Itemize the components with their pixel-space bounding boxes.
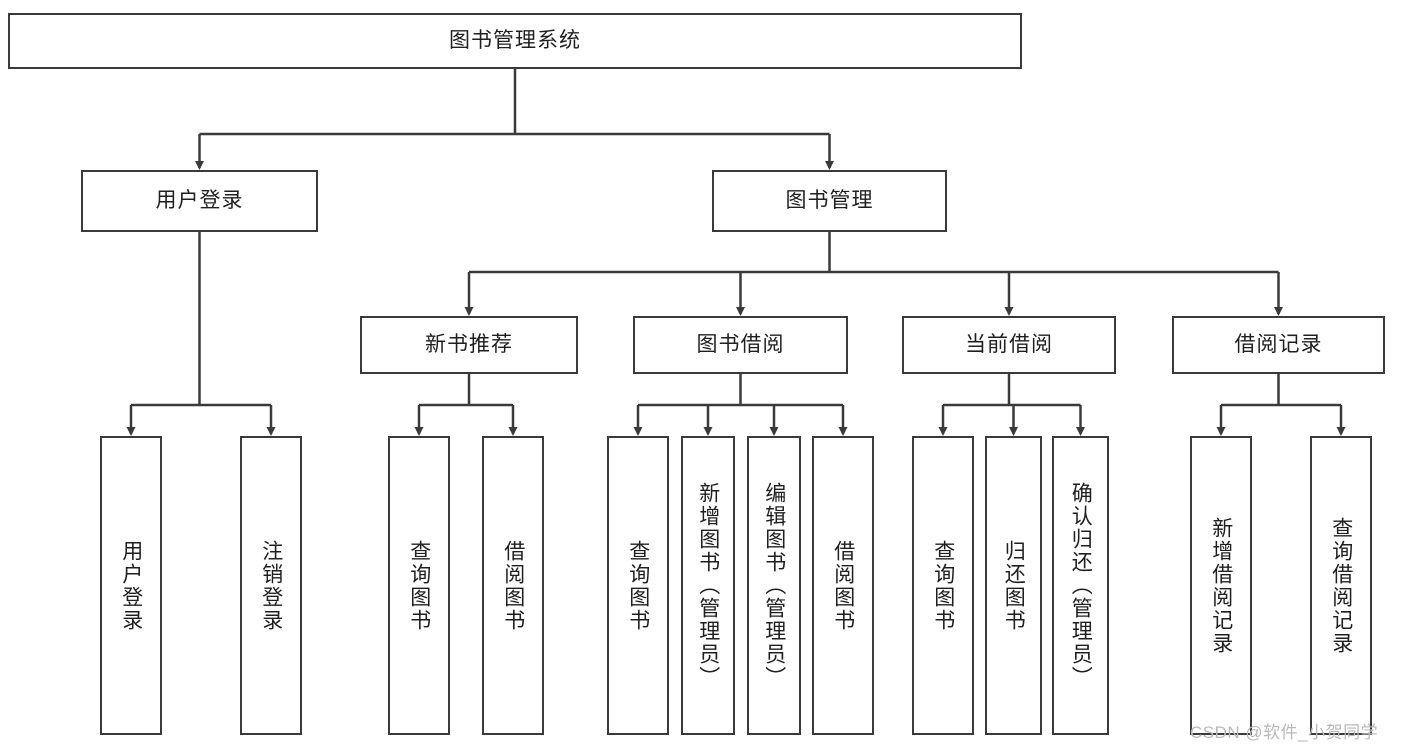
node-label: 借阅图书 bbox=[501, 539, 525, 632]
node-label: 新增借阅记录 bbox=[1209, 516, 1233, 655]
node-label: 借阅记录 bbox=[1234, 333, 1323, 357]
node-l-add[interactable]: 新增图书（管理员） bbox=[681, 436, 735, 735]
node-label: 注销登录 bbox=[259, 539, 283, 632]
node-l-borrow1[interactable]: 借阅图书 bbox=[482, 436, 544, 735]
node-label: 用户登录 bbox=[119, 539, 143, 632]
node-l-logout[interactable]: 注销登录 bbox=[240, 436, 302, 735]
node-newbook[interactable]: 新书推荐 bbox=[360, 316, 578, 374]
node-label: 新增图书（管理员） bbox=[696, 482, 720, 689]
node-l-query1[interactable]: 查询图书 bbox=[388, 436, 450, 735]
node-l-query2[interactable]: 查询图书 bbox=[607, 436, 669, 735]
node-l-return[interactable]: 归还图书 bbox=[985, 436, 1042, 735]
node-l-queryrec[interactable]: 查询借阅记录 bbox=[1310, 436, 1372, 735]
node-label: 归还图书 bbox=[1002, 539, 1026, 632]
node-records[interactable]: 借阅记录 bbox=[1172, 316, 1385, 374]
node-label: 图书借阅 bbox=[696, 333, 785, 357]
node-l-addrec[interactable]: 新增借阅记录 bbox=[1190, 436, 1252, 735]
node-label: 查询图书 bbox=[407, 539, 431, 632]
node-l-edit[interactable]: 编辑图书（管理员） bbox=[747, 436, 801, 735]
node-label: 新书推荐 bbox=[425, 333, 513, 357]
node-label: 借阅图书 bbox=[831, 539, 855, 632]
edge-group bbox=[126, 69, 1346, 436]
node-root[interactable]: 图书管理系统 bbox=[8, 13, 1022, 69]
node-login[interactable]: 用户登录 bbox=[81, 170, 318, 232]
node-label: 查询图书 bbox=[931, 539, 955, 632]
node-l-confirm[interactable]: 确认归还（管理员） bbox=[1052, 436, 1109, 735]
node-l-borrow2[interactable]: 借阅图书 bbox=[812, 436, 874, 735]
watermark-text: CSDN @软件_小贺同学 bbox=[1190, 723, 1379, 742]
node-l-login[interactable]: 用户登录 bbox=[100, 436, 162, 735]
node-l-query3[interactable]: 查询图书 bbox=[912, 436, 974, 735]
node-label: 编辑图书（管理员） bbox=[762, 482, 786, 689]
node-current[interactable]: 当前借阅 bbox=[902, 316, 1116, 374]
node-label: 确认归还（管理员） bbox=[1069, 482, 1093, 689]
node-label: 查询图书 bbox=[626, 539, 650, 632]
node-label: 当前借阅 bbox=[965, 333, 1053, 357]
node-label: 查询借阅记录 bbox=[1329, 516, 1353, 655]
node-label: 图书管理系统 bbox=[449, 29, 581, 53]
node-label: 图书管理 bbox=[785, 189, 874, 213]
node-label: 用户登录 bbox=[155, 189, 244, 213]
node-bookmgmt[interactable]: 图书管理 bbox=[712, 170, 947, 232]
node-borrow[interactable]: 图书借阅 bbox=[633, 316, 848, 374]
